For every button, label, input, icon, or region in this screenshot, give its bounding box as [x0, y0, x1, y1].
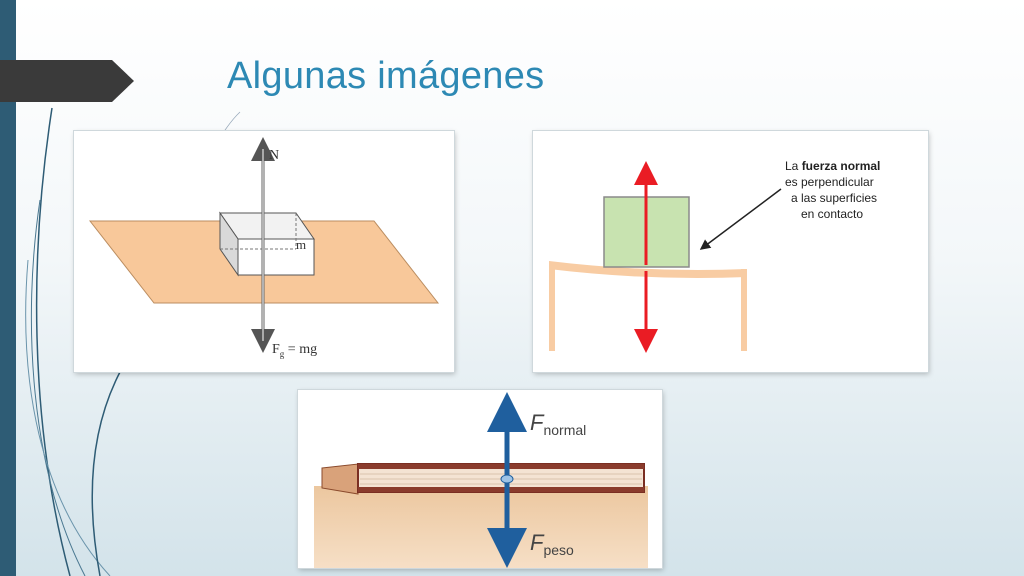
caption-line-4: en contacto	[801, 207, 863, 221]
figure-normal-force-caption: La fuerza normal es perpendicular a las …	[533, 131, 928, 372]
figure-book-forces: Fnormal Fpeso	[298, 390, 662, 568]
force-normal-label: Fnormal	[530, 410, 586, 438]
caption-line-2: es perpendicular	[785, 175, 874, 189]
left-accent-bar	[0, 0, 16, 576]
caption-line-1: La fuerza normal	[785, 159, 880, 173]
caption-line-3: a las superficies	[791, 191, 877, 205]
slide-title: Algunas imágenes	[227, 55, 545, 97]
figure-block-on-surface: N m Fg = mg	[74, 131, 454, 372]
weight-force-label: Fg = mg	[272, 342, 317, 359]
mass-label: m	[296, 237, 306, 252]
title-arrow-tab	[0, 60, 134, 102]
normal-force-label: N	[269, 148, 279, 163]
force-weight-label: Fpeso	[530, 530, 574, 558]
